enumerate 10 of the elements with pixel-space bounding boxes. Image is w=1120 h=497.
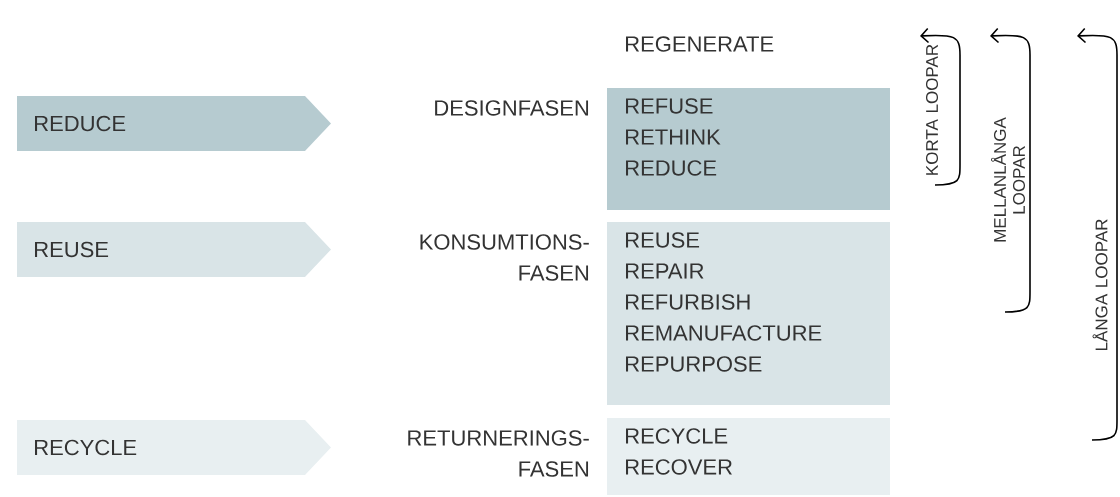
stage-box: REUSE REPAIR REFURBISH REMANUFACTURE REPURPOSE: [607, 222, 890, 405]
phase-label: RETURNERINGS- FASEN: [408, 430, 589, 477]
loop-label: KORTA LOOPAR: [926, 44, 938, 175]
phase-label: KONSUMTIONS- FASEN: [420, 234, 589, 281]
loop-label: LÅNGA LOOPAR: [1092, 219, 1108, 351]
phase-label: DESIGNFASEN: [435, 100, 588, 116]
loop-label: MELLANLÅNGA LOOPAR: [991, 117, 1025, 242]
stage-box: RECYCLE RECOVER: [607, 418, 890, 495]
label: REGENERATE: [626, 36, 774, 52]
stage-box: REFUSE RETHINK REDUCE: [607, 88, 890, 210]
